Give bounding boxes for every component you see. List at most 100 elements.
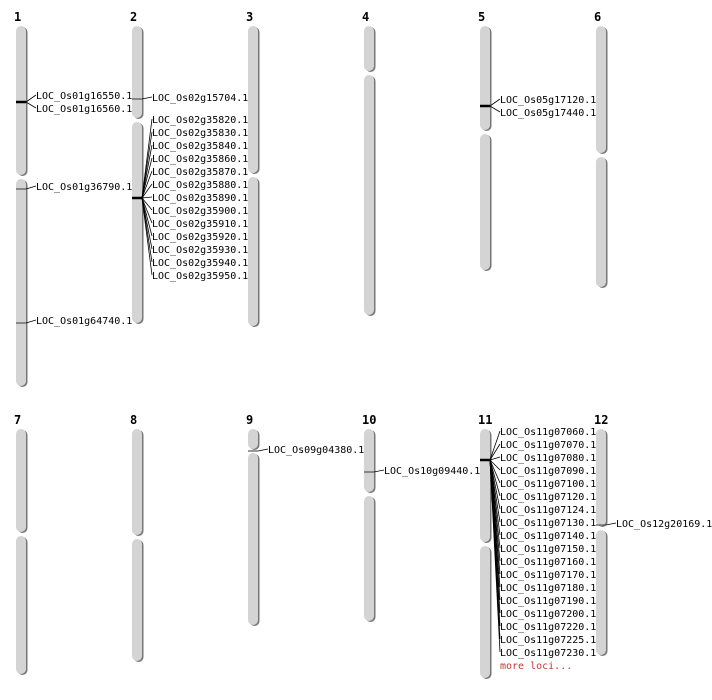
locus-label[interactable]: LOC_Os09g04380.1 <box>268 445 364 456</box>
long-arm <box>480 134 490 270</box>
locus-label[interactable]: LOC_Os05g17440.1 <box>500 108 596 119</box>
long-arm <box>480 546 490 678</box>
locus-label[interactable]: LOC_Os02g35920.1 <box>152 232 248 243</box>
locus-cluster[interactable]: LOC_Os10g09440.1 <box>364 466 480 477</box>
locus-label[interactable]: LOC_Os02g35910.1 <box>152 219 248 230</box>
locus-label[interactable]: LOC_Os11g07230.1 <box>500 648 596 659</box>
short-arm <box>248 429 258 449</box>
locus-label[interactable]: LOC_Os11g07090.1 <box>500 466 596 477</box>
locus-label[interactable]: LOC_Os01g64740.1 <box>36 316 132 327</box>
chromosome-2[interactable]: 2LOC_Os02g15704.1LOC_Os02g35820.1LOC_Os0… <box>130 10 248 324</box>
locus-connector <box>141 197 153 211</box>
chromosome-11[interactable]: 11LOC_Os11g07060.1LOC_Os11g07070.1LOC_Os… <box>478 413 596 679</box>
locus-label[interactable]: LOC_Os11g07080.1 <box>500 453 596 464</box>
long-arm <box>248 177 258 326</box>
chromosome-3[interactable]: 3 <box>246 10 260 327</box>
locus-cluster[interactable]: LOC_Os11g07060.1LOC_Os11g07070.1LOC_Os11… <box>480 427 596 672</box>
locus-label[interactable]: LOC_Os11g07225.1 <box>500 635 596 646</box>
locus-label[interactable]: LOC_Os11g07200.1 <box>500 609 596 620</box>
locus-label[interactable]: LOC_Os02g35830.1 <box>152 128 248 139</box>
locus-cluster[interactable]: LOC_Os12g20169.1 <box>596 519 712 530</box>
locus-label[interactable]: LOC_Os02g35880.1 <box>152 180 248 191</box>
locus-label[interactable]: LOC_Os02g35940.1 <box>152 258 248 269</box>
long-arm <box>596 157 606 287</box>
locus-label[interactable]: LOC_Os11g07100.1 <box>500 479 596 490</box>
chromosome-number: 10 <box>362 413 376 427</box>
locus-connector <box>141 157 153 199</box>
locus-connector <box>141 197 153 276</box>
chromosome-number: 7 <box>14 413 21 427</box>
locus-label[interactable]: LOC_Os11g07220.1 <box>500 622 596 633</box>
chromosome-number: 2 <box>130 10 137 24</box>
short-arm <box>480 429 490 542</box>
locus-label[interactable]: LOC_Os01g36790.1 <box>36 182 132 193</box>
long-arm <box>132 539 142 661</box>
locus-label[interactable]: LOC_Os02g35950.1 <box>152 271 248 282</box>
locus-connector <box>489 459 501 471</box>
locus-label[interactable]: LOC_Os02g35870.1 <box>152 167 248 178</box>
locus-connector <box>605 522 617 526</box>
chromosome-6[interactable]: 6 <box>594 10 608 288</box>
locus-label[interactable]: LOC_Os02g35930.1 <box>152 245 248 256</box>
long-arm <box>132 122 142 323</box>
locus-label[interactable]: LOC_Os11g07180.1 <box>500 583 596 594</box>
locus-connector <box>141 197 153 237</box>
locus-connector <box>373 469 385 473</box>
locus-label[interactable]: LOC_Os02g35840.1 <box>152 141 248 152</box>
chromosome-number: 4 <box>362 10 369 24</box>
locus-label[interactable]: LOC_Os11g07150.1 <box>500 544 596 555</box>
chromosome-number: 12 <box>594 413 608 427</box>
locus-label[interactable]: LOC_Os11g07130.1 <box>500 518 596 529</box>
chromosome-number: 1 <box>14 10 21 24</box>
locus-cluster[interactable]: LOC_Os09g04380.1 <box>248 445 364 456</box>
chromosome-1[interactable]: 1LOC_Os01g16550.1LOC_Os01g16560.1LOC_Os0… <box>14 10 132 387</box>
locus-connector <box>257 448 269 452</box>
locus-label[interactable]: LOC_Os01g16560.1 <box>36 104 132 115</box>
locus-label[interactable]: LOC_Os11g07070.1 <box>500 440 596 451</box>
locus-connector <box>489 456 501 461</box>
locus-cluster[interactable]: LOC_Os01g36790.1 <box>16 182 132 193</box>
chromosome-number: 9 <box>246 413 253 427</box>
more-loci-link[interactable]: more loci... <box>500 661 572 672</box>
locus-connector <box>489 459 501 653</box>
locus-label[interactable]: LOC_Os11g07140.1 <box>500 531 596 542</box>
locus-connector <box>25 319 37 324</box>
chromosome-number: 3 <box>246 10 253 24</box>
locus-label[interactable]: LOC_Os11g07120.1 <box>500 492 596 503</box>
chromosome-4[interactable]: 4 <box>362 10 376 316</box>
chromosome-8[interactable]: 8 <box>130 413 144 662</box>
locus-cluster[interactable]: LOC_Os02g35820.1LOC_Os02g35830.1LOC_Os02… <box>132 115 248 282</box>
locus-label[interactable]: LOC_Os11g07170.1 <box>500 570 596 581</box>
locus-label[interactable]: LOC_Os05g17120.1 <box>500 95 596 106</box>
locus-label[interactable]: LOC_Os11g07060.1 <box>500 427 596 438</box>
locus-cluster[interactable]: LOC_Os02g15704.1 <box>132 93 248 104</box>
locus-label[interactable]: LOC_Os01g16550.1 <box>36 91 132 102</box>
chromosome-number: 5 <box>478 10 485 24</box>
locus-connector <box>25 185 37 190</box>
locus-label[interactable]: LOC_Os02g35890.1 <box>152 193 248 204</box>
short-arm <box>596 429 606 526</box>
locus-connector <box>489 459 501 484</box>
locus-cluster[interactable]: LOC_Os01g64740.1 <box>16 316 132 327</box>
locus-label[interactable]: LOC_Os11g07190.1 <box>500 596 596 607</box>
locus-label[interactable]: LOC_Os12g20169.1 <box>616 519 712 530</box>
locus-label[interactable]: LOC_Os10g09440.1 <box>384 466 480 477</box>
short-arm <box>480 26 490 130</box>
locus-label[interactable]: LOC_Os02g35860.1 <box>152 154 248 165</box>
locus-label[interactable]: LOC_Os11g07124.1 <box>500 505 596 516</box>
short-arm <box>364 26 374 71</box>
chromosome-7[interactable]: 7 <box>14 413 28 675</box>
locus-label[interactable]: LOC_Os11g07160.1 <box>500 557 596 568</box>
locus-connector <box>141 197 153 224</box>
locus-connector <box>489 98 501 107</box>
locus-label[interactable]: LOC_Os02g35820.1 <box>152 115 248 126</box>
locus-label[interactable]: LOC_Os02g15704.1 <box>152 93 248 104</box>
locus-label[interactable]: LOC_Os02g35900.1 <box>152 206 248 217</box>
